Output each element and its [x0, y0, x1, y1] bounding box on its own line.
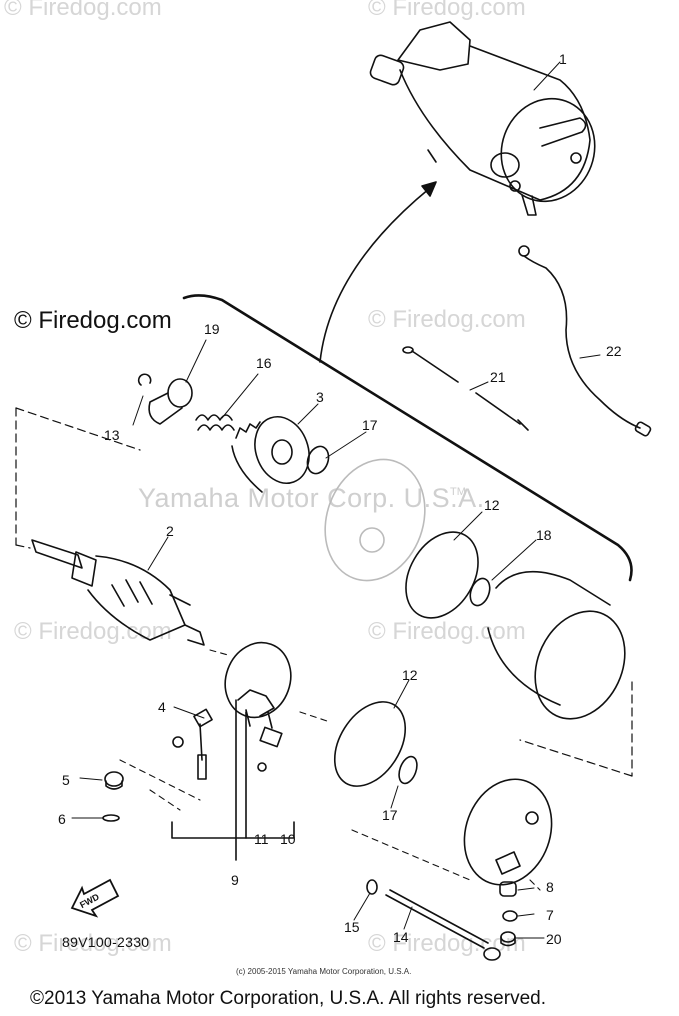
callout-17-lower: 17 — [382, 807, 398, 823]
callout-10: 10 — [280, 831, 296, 847]
callout-2: 2 — [166, 523, 174, 539]
callout-14: 14 — [393, 929, 409, 945]
part-14-through-bolt — [385, 889, 501, 961]
watermark-firedog-dark: © Firedog.com — [14, 307, 172, 334]
part-7-washer — [502, 910, 518, 922]
watermark-firedog: © Firedog.com — [14, 618, 172, 645]
callout-8: 8 — [546, 879, 554, 895]
front-cover-ghost — [324, 458, 426, 582]
callout-21: 21 — [490, 369, 506, 385]
part-17-washer — [306, 445, 330, 475]
callout-leaders — [71, 61, 601, 939]
rear-cover — [463, 778, 553, 886]
part-2-armature — [31, 539, 205, 646]
watermark-firedog: © Firedog.com — [368, 0, 526, 21]
callout-7: 7 — [546, 907, 554, 923]
watermark-yamaha: Yamaha Motor Corp. U.S.A. — [138, 483, 485, 513]
part-9-bracket — [171, 821, 295, 839]
group-line — [182, 294, 633, 582]
part-4-brush — [193, 708, 213, 780]
callout-6: 6 — [58, 811, 66, 827]
watermark-tm: TM — [450, 486, 466, 498]
part-18-washer — [469, 577, 491, 607]
watermark-firedog: © Firedog.com — [368, 306, 526, 333]
diagram-code: 89V100-2330 — [62, 934, 150, 950]
callout-4: 4 — [158, 699, 166, 715]
leader-lines — [119, 649, 541, 891]
callout-3: 3 — [316, 389, 324, 405]
callout-19: 19 — [204, 321, 220, 337]
part-8-bushing — [499, 881, 517, 897]
watermark-firedog: © Firedog.com — [368, 618, 526, 645]
callout-22: 22 — [606, 343, 622, 359]
arrow-head — [421, 181, 437, 197]
callout-17-upper: 17 — [362, 417, 378, 433]
part-12-o-ring-lower — [333, 701, 407, 787]
part-20-nut — [500, 931, 516, 947]
part-6-nut — [102, 814, 120, 822]
part-3-clutch — [231, 416, 310, 493]
callout-12-upper: 12 — [484, 497, 500, 513]
assembly-outline — [15, 407, 633, 777]
part-15-washer — [366, 879, 378, 895]
footer-copyright: ©2013 Yamaha Motor Corporation, U.S.A. A… — [30, 988, 546, 1009]
callout-15: 15 — [344, 919, 360, 935]
callout-11: 11 — [254, 831, 269, 847]
part-21-bolt — [402, 346, 529, 431]
callout-5: 5 — [62, 772, 70, 788]
part-19-collar — [148, 378, 193, 425]
callout-13: 13 — [104, 427, 120, 443]
small-copyright: (c) 2005-2015 Yamaha Motor Corporation, … — [236, 967, 412, 976]
fwd-arrow-icon: FWD — [70, 878, 120, 918]
part-10-terminal — [257, 726, 283, 772]
yoke-housing — [487, 570, 626, 720]
part-16-spring — [195, 414, 233, 421]
part-5-cap — [104, 771, 124, 790]
part-11-washer — [172, 736, 184, 748]
assembly-arrow — [319, 187, 431, 363]
part-13-circlip — [137, 373, 152, 386]
callout-18: 18 — [536, 527, 552, 543]
callout-16: 16 — [256, 355, 272, 371]
part-17-washer-lower — [398, 755, 418, 785]
watermark-firedog: © Firedog.com — [14, 930, 172, 957]
callout-12-lower: 12 — [402, 667, 418, 683]
callout-20: 20 — [546, 931, 562, 947]
part-12-o-ring — [405, 531, 479, 619]
callout-1: 1 — [559, 51, 567, 67]
part-1-starter-motor — [369, 21, 596, 216]
watermark-firedog: © Firedog.com — [4, 0, 162, 21]
callout-9: 9 — [231, 872, 239, 888]
brush-plate — [224, 641, 292, 729]
part-22-lead-wire — [518, 245, 652, 437]
